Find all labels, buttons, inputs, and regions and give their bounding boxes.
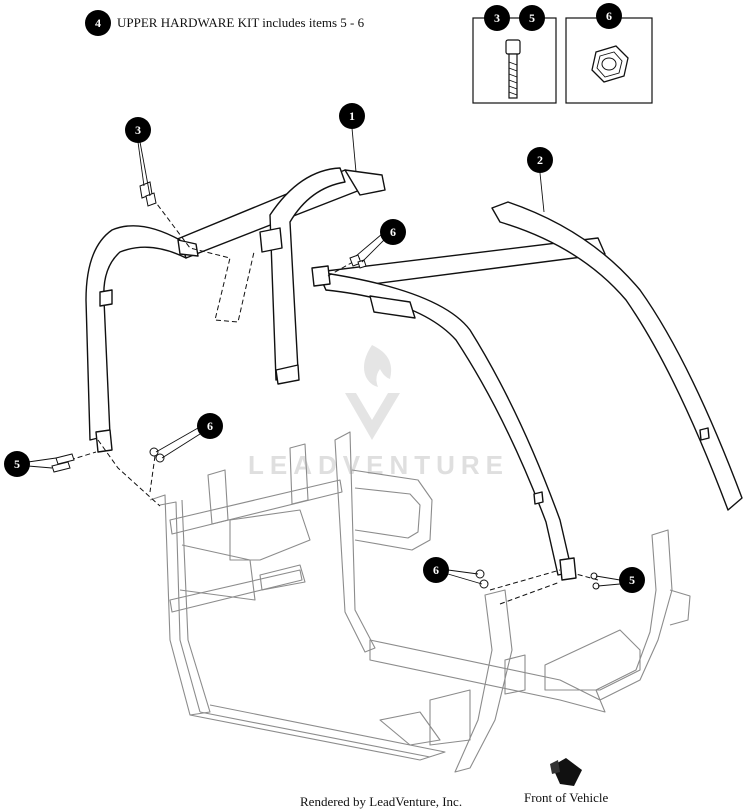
watermark-text: LEADVENTURE (248, 450, 509, 480)
assembly-dash-lines (69, 191, 599, 605)
svg-text:3: 3 (135, 123, 141, 137)
callout-1 (339, 103, 365, 129)
svg-text:5: 5 (629, 573, 635, 587)
svg-text:6: 6 (207, 419, 213, 433)
legend-box-bolt: 3 5 (472, 5, 557, 104)
callouts: 1 2 3 6 6 5 6 5 (4, 103, 645, 593)
front-of-vehicle-label: Front of Vehicle (524, 790, 608, 805)
callout-2 (527, 147, 553, 173)
callout-6-legend: 6 (606, 9, 612, 23)
callout-bubble (85, 10, 111, 36)
callout-5-legend: 5 (529, 11, 535, 25)
bolt-icon (505, 39, 521, 99)
nut-icon (591, 45, 629, 83)
hardware-bolts-nuts (51, 181, 600, 590)
callout-6-upper (380, 219, 406, 245)
kit-description: UPPER HARDWARE KIT includes items 5 - 6 (117, 15, 365, 30)
callout-3 (125, 117, 151, 143)
rear-roll-bar (85, 167, 386, 453)
kit-number: 4 (95, 16, 101, 30)
front-arrow-icon (550, 758, 582, 786)
callout-6-left (197, 413, 223, 439)
chassis-frame (149, 431, 691, 773)
svg-text:1: 1 (349, 109, 355, 123)
legend-box-nut: 6 (565, 3, 653, 104)
svg-text:2: 2 (537, 153, 543, 167)
front-roll-bar (311, 201, 743, 581)
svg-text:6: 6 (390, 225, 396, 239)
callout-5-left (4, 451, 30, 477)
svg-text:6: 6 (433, 563, 439, 577)
callout-3-legend: 3 (494, 11, 500, 25)
svg-text:5: 5 (14, 457, 20, 471)
callout-6-lower (423, 557, 449, 583)
callout-5-right (619, 567, 645, 593)
kit-header: 4 UPPER HARDWARE KIT includes items 5 - … (85, 10, 365, 36)
rendered-by-text: Rendered by LeadVenture, Inc. (300, 794, 462, 809)
